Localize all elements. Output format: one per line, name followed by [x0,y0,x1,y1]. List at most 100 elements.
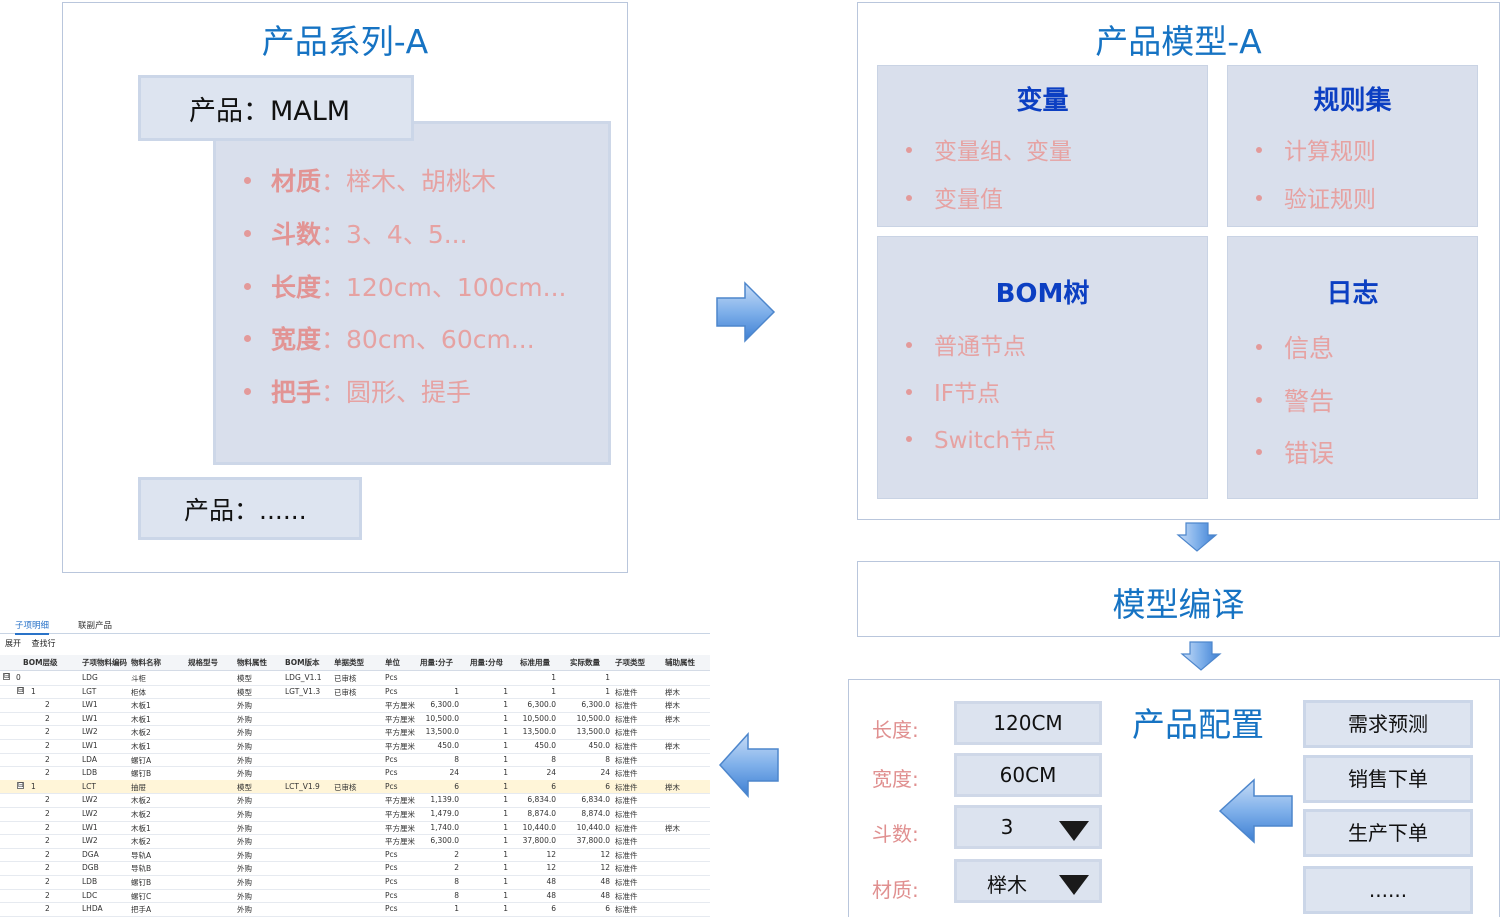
model-card-rulesets[interactable]: 规则集 计算规则 验证规则 [1227,65,1478,227]
column-header[interactable]: 用量:分子 [420,658,453,667]
product-more-label: 产品：...... [184,495,307,525]
tree-collapse-icon[interactable]: ⊟ [17,685,24,694]
column-header[interactable]: 用量:分母 [470,658,503,667]
column-header[interactable]: 单位 [385,658,400,667]
table-cell: 外购 [237,742,252,751]
table-cell: 1 [503,727,508,737]
tab-sub-item-detail[interactable]: 子项明细 [15,619,50,635]
model-card-title: BOM树 [995,279,1090,309]
table-cell: 48 [546,877,556,886]
column-header[interactable]: 实际数量 [570,658,600,667]
table-cell: 标准件 [615,810,638,819]
table-cell: 1 [454,904,459,914]
table-cell: 1 [503,890,508,900]
table-cell: 12 [600,863,610,873]
column-header[interactable]: 标准用量 [520,658,550,667]
config-drawers-value: 3 [1000,815,1014,839]
column-header[interactable]: 规格型号 [188,658,218,667]
table-cell: 6,834.0 [527,795,556,805]
table-cell: LCT [82,781,96,791]
table-cell: 1 [503,809,508,818]
table-cell: 标准件 [615,878,638,887]
config-label-material: 材质: [872,878,919,902]
dropdown-triangle-icon[interactable] [1059,821,1089,841]
table-cell: 13,500.0 [576,727,610,737]
tab-co-products[interactable]: 联副产品 [78,621,113,631]
source-demand-forecast-button[interactable]: 需求预测 [1303,700,1473,748]
table-cell: 1 [503,795,508,805]
product-more-chip[interactable]: 产品：...... [138,477,362,540]
table-cell: 24 [546,768,556,778]
model-compile-panel[interactable]: 模型编译 [857,561,1500,637]
tree-collapse-icon[interactable]: ⊟ [17,780,24,789]
product-malm-label: 产品：MALM [189,95,351,127]
table-cell: 450.0 [588,741,610,750]
table-cell: Pcs [385,863,398,873]
table-cell: 模型 [237,674,252,683]
config-material-select[interactable]: 榉木 [954,859,1102,903]
product-attribute-card: 材质：榉木、胡桃木斗数：3、4、5...长度：120cm、100cm...宽度：… [213,121,611,465]
model-card-variables[interactable]: 变量 变量组、变量 变量值 [877,65,1208,227]
column-header[interactable]: 子项类型 [615,658,645,667]
find-row-button[interactable]: 查找行 [31,639,56,648]
table-cell: 柜体 [131,687,146,697]
table-cell: Pcs [385,686,398,696]
column-header[interactable]: BOM版本 [285,658,320,667]
model-card-bom-tree[interactable]: BOM树 普通节点 IF节点 Switch节点 [877,236,1208,499]
table-cell: 标准件 [615,823,638,833]
column-header[interactable]: 单据类型 [334,658,364,667]
column-header[interactable]: 物料名称 [131,658,161,667]
table-cell: 榉木 [665,782,680,792]
dropdown-triangle-icon[interactable] [1059,875,1089,895]
table-cell: 把手A [131,905,152,915]
table-cell: 2 [45,713,50,723]
table-cell: 6,300.0 [430,836,459,846]
table-cell: 标准件 [615,701,638,711]
table-cell: 外购 [237,905,252,915]
column-header[interactable]: 物料属性 [237,658,267,667]
source-sales-order-button[interactable]: 销售下单 [1303,755,1473,803]
table-cell: LGT_V1.3 [285,686,321,696]
config-drawers-select[interactable]: 3 [954,805,1102,849]
table-cell: 木板1 [131,701,151,711]
source-production-order-button[interactable]: 生产下单 [1303,809,1473,857]
expand-button[interactable]: 展开 [5,639,21,648]
product-malm-chip[interactable]: 产品：MALM [138,75,414,141]
column-header[interactable]: 辅助属性 [665,658,695,667]
table-cell: 木板1 [131,823,151,833]
bom-detail-table: 子项明细 联副产品 展开 查找行 BOM层级 子项物料编码物料名称 规格型号 物料属性… [0,613,710,917]
tree-collapse-icon[interactable]: ⊟ [3,672,10,680]
source-more-button[interactable]: ...... [1303,866,1473,914]
config-width-input[interactable]: 60CM [954,753,1102,797]
arrow-down-icon [1176,522,1218,552]
config-length-input[interactable]: 120CM [954,701,1102,745]
table-cell: LW1 [82,741,98,750]
table-cell: LW1 [82,713,98,723]
table-cell: LHDA [82,904,103,914]
table-cell: 10,500.0 [522,713,556,723]
model-card-log[interactable]: 日志 信息 警告 错误 [1227,236,1478,499]
table-cell: 2 [45,863,50,873]
column-header[interactable]: BOM层级 [23,658,58,667]
table-cell: 标准件 [615,728,638,738]
bullet-dot-icon [244,229,251,237]
column-header[interactable]: 子项物料编码 [82,658,127,667]
